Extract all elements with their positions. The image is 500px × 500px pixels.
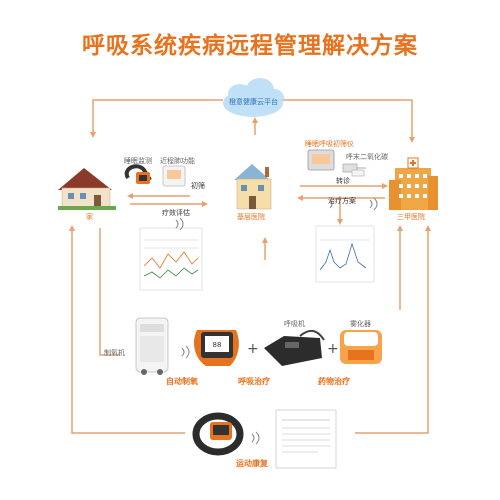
rehab-watch-icon: [192, 412, 244, 456]
sleep-monitor-watch-icon: [124, 164, 152, 184]
lung-function-label: 近程肺功能: [160, 157, 195, 165]
report-chart-right: [315, 225, 375, 283]
clinic-building-icon: [234, 164, 272, 210]
page-title: 呼吸系统疾病远程管理解决方案: [82, 33, 418, 59]
node-clinic-label: 基层医院: [237, 213, 265, 221]
therapy-drug-label: 药物治疗: [318, 377, 350, 386]
platform-connectors: [69, 99, 431, 434]
hospital-building-icon: [389, 157, 438, 210]
cloud-platform-label: 橙意健康云平台: [229, 98, 278, 106]
therapy-rehab-label: 运动康复: [236, 459, 268, 468]
node-hospital-label: 三甲医院: [397, 213, 425, 221]
breath-screening-device-icon: [307, 149, 335, 171]
sleep-monitor-label: 睡眠监测: [124, 157, 152, 165]
oxygen-concentrator-icon: [135, 317, 169, 375]
oxygen-machine-label: 制氧机: [104, 349, 125, 357]
breath-screening-label: 睡眠呼吸初筛仪: [305, 140, 354, 148]
plus-sign-1: +: [247, 341, 259, 357]
flow-assessment-label: 疗效评估: [162, 209, 190, 217]
plus-sign-2: +: [327, 341, 339, 357]
report-chart-left: [139, 227, 203, 291]
nebulizer-label: 雾化器: [350, 320, 371, 328]
svg-text:88: 88: [213, 341, 222, 349]
nebulizer-icon: [340, 330, 382, 364]
rehab-report-document: [275, 409, 337, 469]
flow-referral-label: 转诊: [336, 177, 350, 185]
node-home-label: 家: [86, 213, 93, 221]
co2-monitor-icon: [342, 163, 366, 177]
cloud-platform-icon: [223, 78, 284, 117]
ventilator-label: 呼吸机: [284, 320, 305, 328]
wireless-signal-icon: [175, 197, 378, 445]
therapy-breathing-label: 呼吸治疗: [238, 377, 270, 386]
home-house-icon: [58, 168, 116, 210]
flow-screening-label: 初筛: [191, 182, 205, 190]
smart-watch-icon: 88: [193, 330, 239, 366]
lung-function-device-icon: [162, 165, 186, 187]
ventilator-icon: [264, 329, 325, 366]
co2-monitor-label: 呼末二氧化碳: [346, 153, 388, 161]
flow-treatment-plan-label: 治疗方案: [328, 197, 356, 205]
therapy-auto-oxygen-label: 自动制氧: [166, 377, 198, 386]
